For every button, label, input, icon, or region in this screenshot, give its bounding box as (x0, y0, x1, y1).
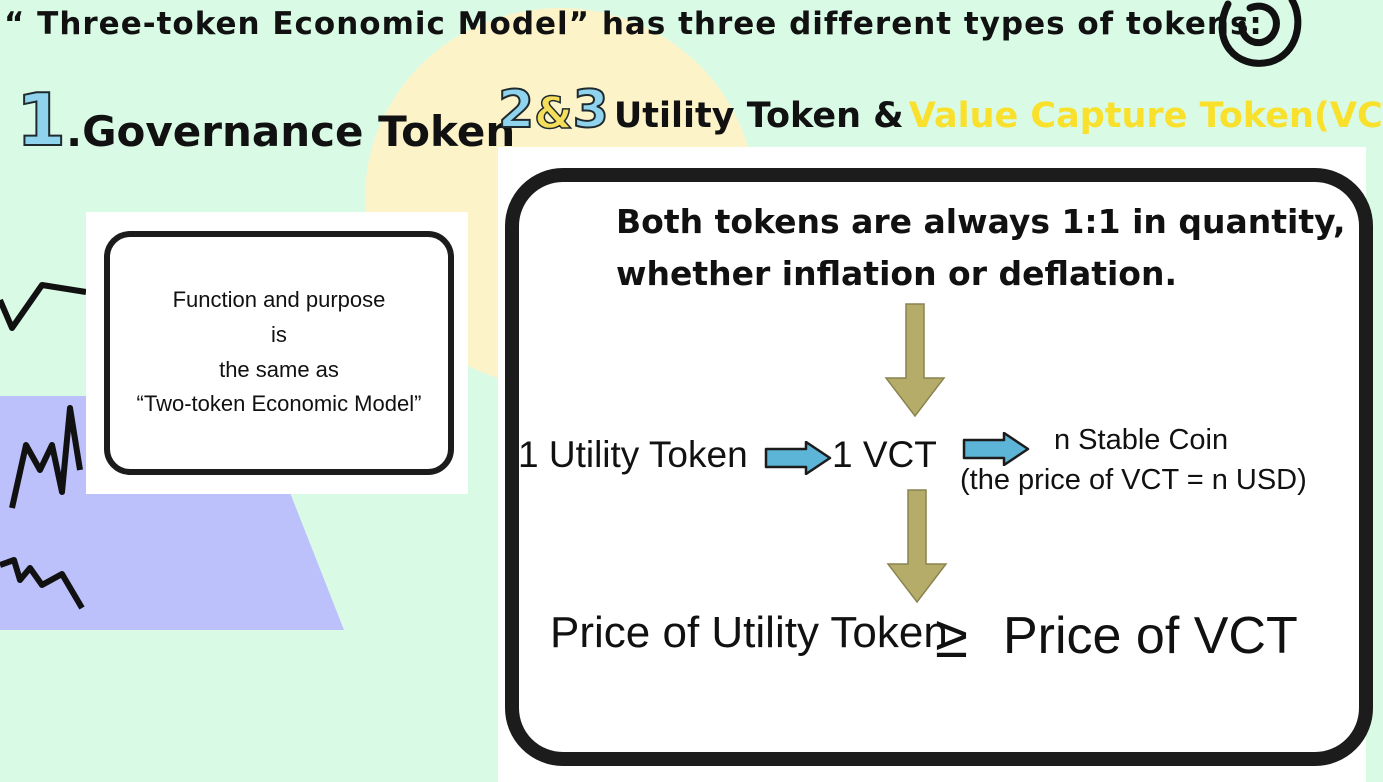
section-number-2: 2 (497, 80, 535, 140)
flow-vct: 1 VCT (832, 434, 937, 475)
down-arrow-icon (886, 489, 948, 604)
right-arrow-icon (962, 432, 1030, 466)
governance-text-line: Function and purpose (172, 287, 386, 312)
down-arrow-icon (884, 303, 946, 418)
governance-text-line: the same as (219, 357, 339, 382)
vct-price-note: (the price of VCT = n USD) (960, 464, 1307, 496)
zigzag-line-icon (0, 282, 87, 331)
zigzag-line-icon (9, 405, 83, 509)
vct-label: Value Capture Token(VCT) (908, 96, 1383, 136)
statement-line-1: Both tokens are always 1:1 in quantity, (616, 202, 1346, 241)
stable-coin-label: n Stable Coin (1054, 424, 1229, 456)
section-number-3: 3 (572, 80, 610, 140)
utility-token-label: Utility Token & (613, 96, 904, 136)
utility-vct-screen (505, 168, 1373, 766)
section-ampersand: & (533, 88, 573, 139)
governance-screen: Function and purpose is the same as “Two… (104, 231, 454, 475)
governance-heading: 1.Governance Token (15, 83, 516, 157)
zigzag-line-icon (0, 557, 85, 610)
page-title: “ Three-token Economic Model” has three … (4, 6, 1263, 42)
governance-token-label: .Governance Token (66, 107, 516, 156)
vct-price-label: Price of VCT (1003, 607, 1298, 665)
governance-text-line: is (271, 322, 287, 347)
section-number-1: 1 (15, 78, 67, 162)
governance-text-line: “Two-token Economic Model” (136, 391, 422, 416)
statement-line-2: whether inflation or deflation. (616, 254, 1177, 293)
flow-utility-token: 1 Utility Token (518, 434, 748, 475)
right-arrow-icon (764, 441, 832, 475)
quantity-statement: Both tokens are always 1:1 in quantity, … (616, 196, 1346, 300)
greater-equal-symbol: ≥ (935, 603, 968, 670)
spiral-icon (1218, 0, 1302, 67)
utility-vct-heading: 2&3 Utility Token & Value Capture Token(… (497, 83, 1383, 139)
utility-token-price-label: Price of Utility Token (550, 608, 948, 657)
